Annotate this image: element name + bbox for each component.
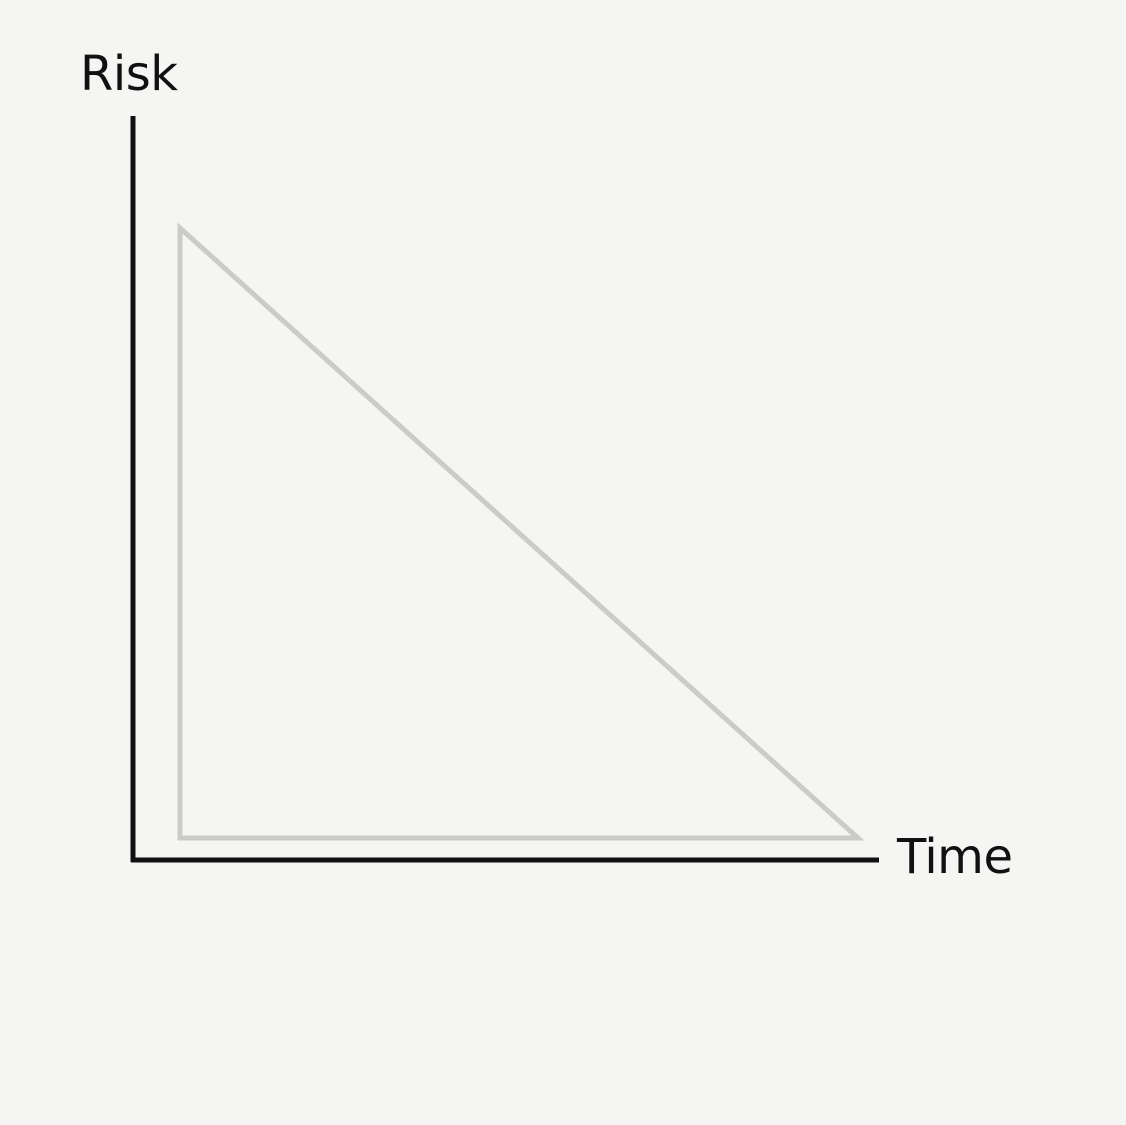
risk-triangle [177, 222, 865, 841]
x-axis-label: Time [896, 829, 1012, 885]
y-axis-label: Risk [80, 46, 178, 102]
